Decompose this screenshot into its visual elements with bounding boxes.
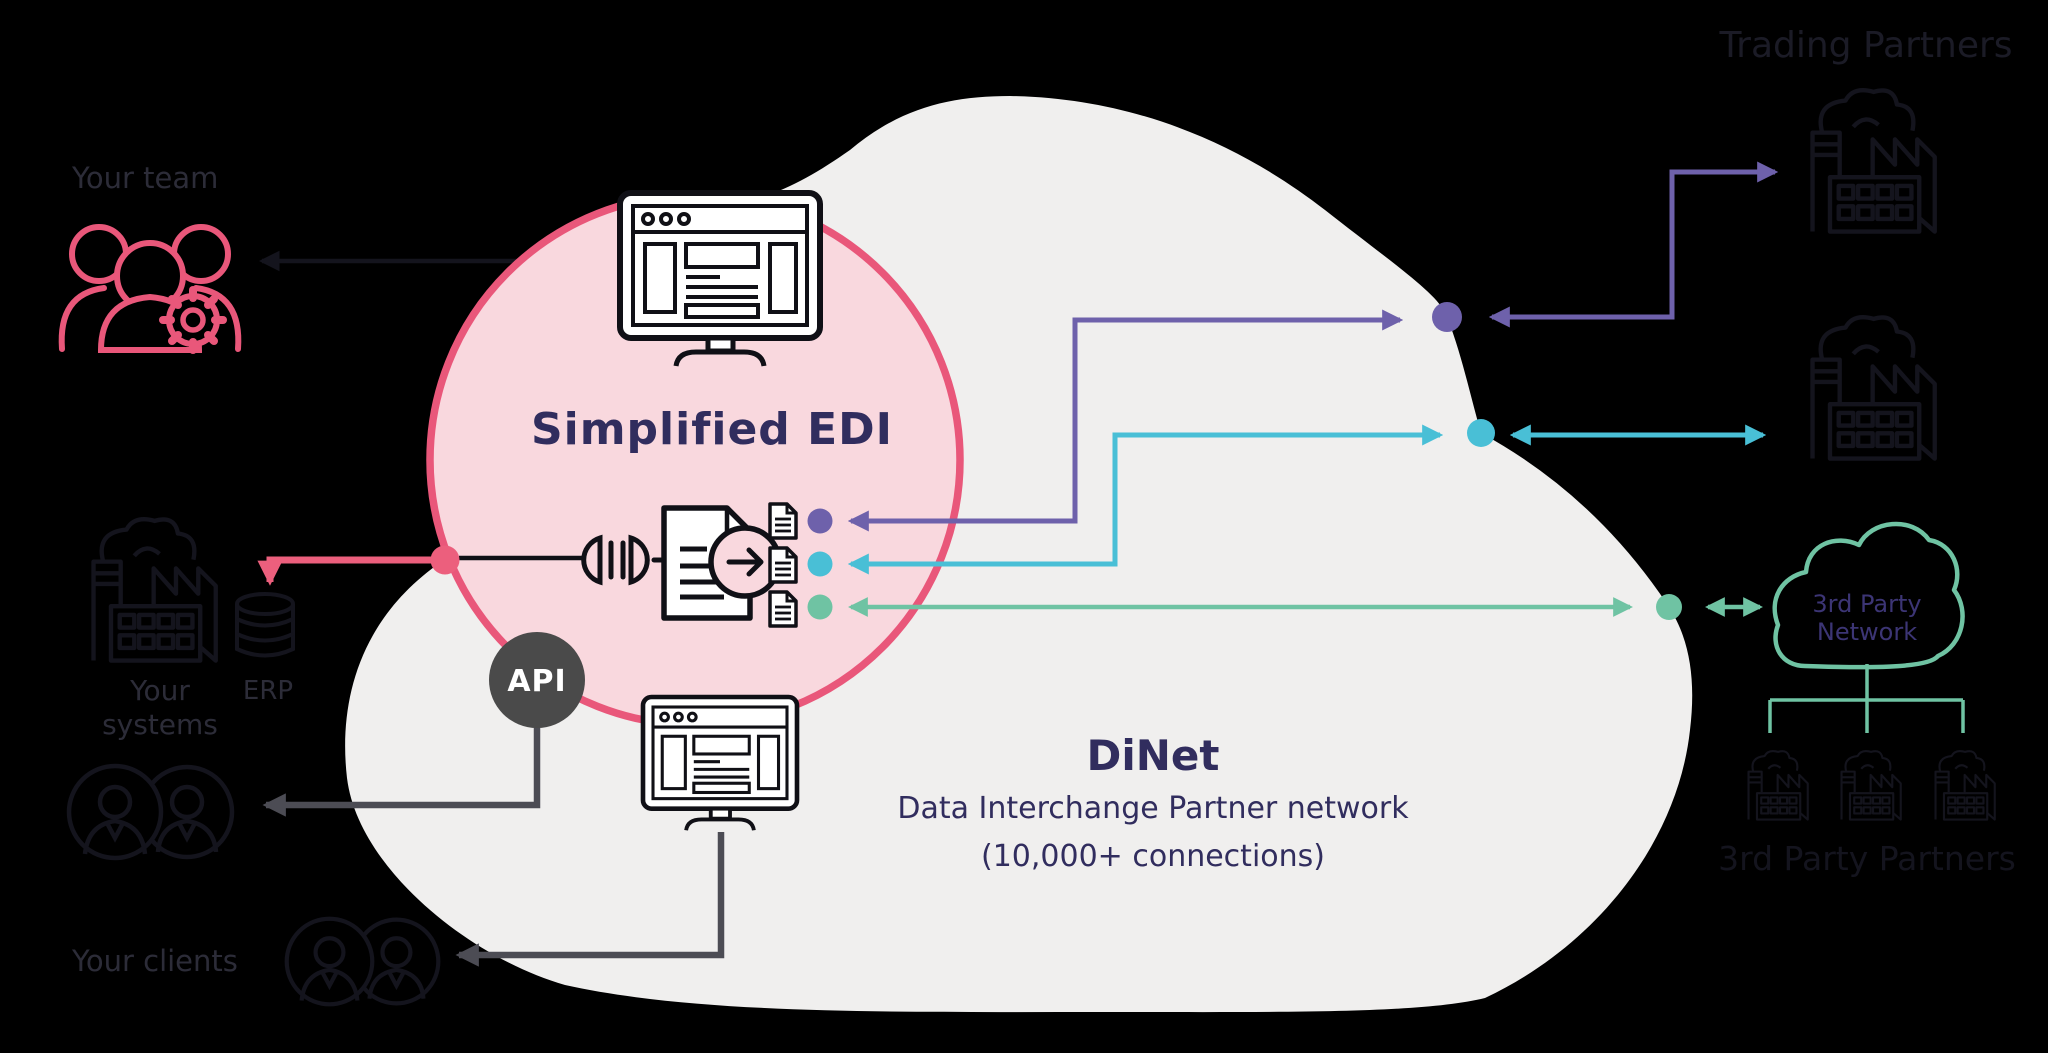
edi-dot-teal: [807, 551, 833, 577]
cloud-dot-teal: [1467, 419, 1495, 447]
edi-file-icons: [768, 502, 798, 628]
factory-icon-trading-partner-2: [1813, 317, 1935, 458]
your-systems-label-line2: systems: [102, 708, 218, 741]
connection-teal-internal: [847, 424, 1444, 575]
trading-partners-label: Trading Partners: [1718, 25, 2012, 66]
factory-icon-trading-partner-1: [1813, 90, 1935, 231]
edi-dot-green: [807, 594, 833, 620]
people-icon-your-clients: [287, 919, 439, 1005]
factory-icon-3rd-party-3: [1934, 750, 1996, 821]
erp-database-icon: [235, 592, 295, 658]
team-icon: [58, 224, 242, 354]
arrow-monitor-to-your-clients: [455, 832, 725, 967]
your-clients-label: Your clients: [71, 944, 238, 978]
factory-icon-your-systems: [94, 519, 216, 660]
factory-icon-3rd-party-2: [1840, 750, 1902, 821]
gear-icon: [159, 286, 227, 354]
factory-icon-3rd-party-1: [1747, 750, 1809, 821]
arrow-api-to-your-systems: [262, 727, 541, 817]
third-party-tree-lines: [1768, 664, 1965, 733]
your-team-label: Your team: [71, 161, 218, 195]
monitor-icon-bottom: [643, 697, 797, 830]
edi-node-dot-pink: [430, 545, 460, 575]
cloud-dot-purple: [1432, 302, 1462, 332]
simplified-edi-label: Simplified EDI: [531, 404, 893, 455]
edi-dot-purple: [807, 508, 833, 534]
cloud-dot-green: [1656, 594, 1682, 620]
third-party-network-cloud-icon: 3rd Party Network: [1772, 521, 1965, 670]
people-icon-your-systems: [69, 766, 232, 858]
third-party-network-label-line2: Network: [1817, 618, 1917, 646]
dinet-connections: (10,000+ connections): [981, 839, 1325, 874]
monitor-icon-top: [620, 193, 820, 366]
arrow-purple-to-trading-partner-1: [1488, 161, 1779, 328]
arrow-to-erp: [257, 556, 433, 586]
dinet-subtitle: Data Interchange Partner network: [897, 791, 1409, 826]
dinet-title: DiNet: [1087, 731, 1220, 780]
third-party-partners-label: 3rd Party Partners: [1718, 839, 2016, 878]
plug-icon: [581, 534, 666, 586]
api-badge: API: [489, 632, 585, 728]
erp-label: ERP: [243, 676, 293, 706]
third-party-network-label-line1: 3rd Party: [1812, 590, 1921, 618]
your-systems-label-line1: Your: [129, 674, 190, 707]
api-label: API: [507, 664, 566, 699]
